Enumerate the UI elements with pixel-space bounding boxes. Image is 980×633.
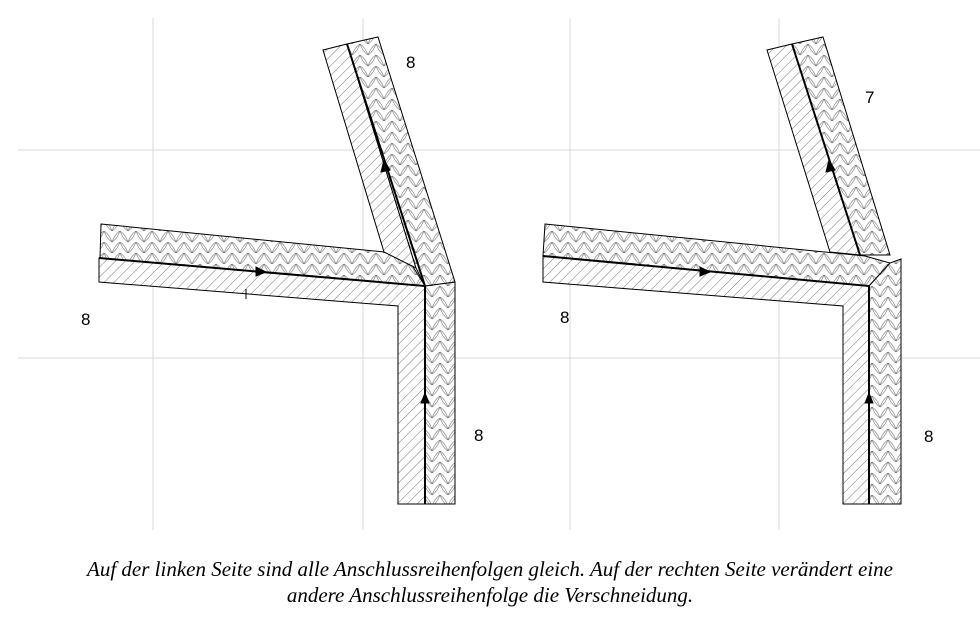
right-l-masonry (542, 255, 870, 505)
wall-junction-diagram: 8 8 8 8 7 8 (18, 18, 980, 530)
left-arrow-vertical (420, 391, 430, 404)
right-horizontal-wall-label: 8 (560, 308, 569, 327)
left-l-masonry (98, 257, 426, 505)
right-vertical-wall-label: 8 (924, 427, 933, 446)
left-vertical-wall-label: 8 (474, 426, 483, 445)
right-arrow-horizontal (699, 266, 712, 277)
left-upper-insulation (346, 36, 456, 287)
left-horizontal-wall-label: 8 (81, 310, 90, 329)
right-upper-wall-label: 7 (865, 88, 874, 107)
caption-line-1: Auf der linken Seite sind alle Anschluss… (87, 557, 893, 581)
figure-caption: Auf der linken Seite sind alle Anschluss… (0, 556, 980, 608)
right-arrow-upper (825, 158, 836, 173)
left-vertical-insulation (424, 281, 456, 505)
right-reference-line (542, 43, 870, 504)
right-vertical-insulation (868, 258, 902, 505)
left-upper-wall-label: 8 (406, 53, 415, 72)
left-arrow-horizontal (255, 266, 268, 277)
left-arrow-upper (380, 158, 391, 173)
caption-line-2: andere Anschlussreihenfolge die Verschne… (286, 583, 694, 607)
right-junction (542, 36, 902, 505)
right-arrow-vertical (864, 391, 874, 404)
left-junction (98, 36, 456, 505)
